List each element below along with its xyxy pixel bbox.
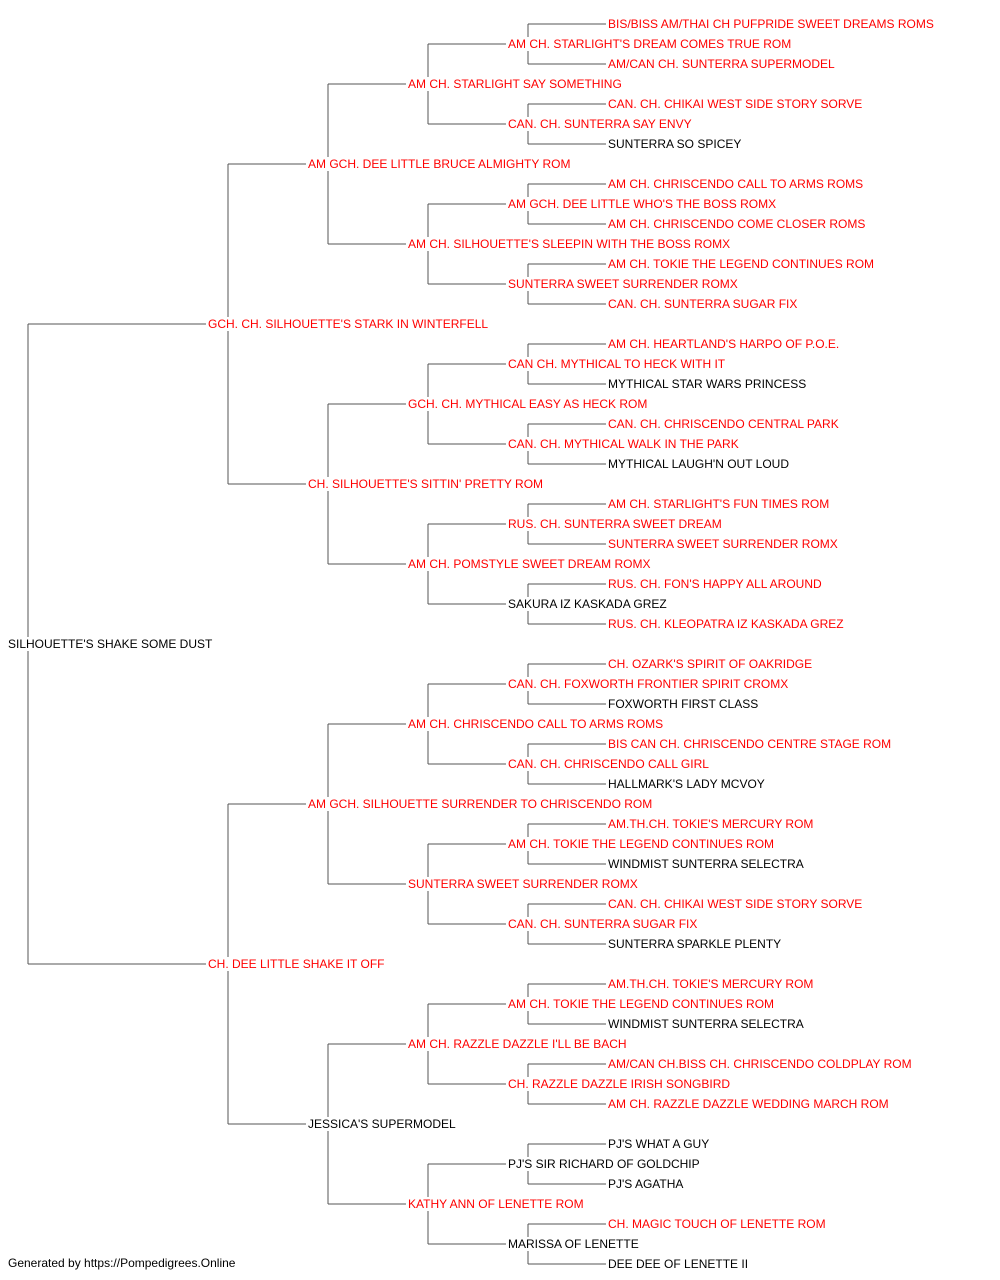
dog-name-root-s-s-d-d-d: CAN. CH. SUNTERRA SUGAR FIX	[608, 297, 797, 311]
dog-name-root-d-s-d-d: CAN. CH. SUNTERRA SUGAR FIX	[508, 917, 697, 931]
dog-name-root-d-s-s-s-d: FOXWORTH FIRST CLASS	[608, 697, 758, 711]
dog-name-root-s-s-s-d-d: SUNTERRA SO SPICEY	[608, 137, 741, 151]
dog-name-root-s-s-d-s: AM GCH. DEE LITTLE WHO'S THE BOSS ROMX	[508, 197, 776, 211]
dog-name-root-s-d-s-d-s: CAN. CH. CHRISCENDO CENTRAL PARK	[608, 417, 839, 431]
dog-name-root-d-d: JESSICA'S SUPERMODEL	[308, 1117, 456, 1131]
dog-name-root-s-d-d-d-s: RUS. CH. FON'S HAPPY ALL AROUND	[608, 577, 822, 591]
dog-name-root-s-s-d-d: SUNTERRA SWEET SURRENDER ROMX	[508, 277, 738, 291]
dog-name-root-s-d-d-d-d: RUS. CH. KLEOPATRA IZ KASKADA GREZ	[608, 617, 844, 631]
dog-name-root-s-s-d-s-d: AM CH. CHRISCENDO COME CLOSER ROMS	[608, 217, 865, 231]
dog-name-root-d-s-s-s: CAN. CH. FOXWORTH FRONTIER SPIRIT CROMX	[508, 677, 788, 691]
dog-name-root-s-s-s-s: AM CH. STARLIGHT'S DREAM COMES TRUE ROM	[508, 37, 791, 51]
dog-name-root-d-s-s-s-s: CH. OZARK'S SPIRIT OF OAKRIDGE	[608, 657, 812, 671]
dog-name-root-s-s-d: AM CH. SILHOUETTE'S SLEEPIN WITH THE BOS…	[408, 237, 730, 251]
dog-name-root-s-d-d-d: SAKURA IZ KASKADA GREZ	[508, 597, 667, 611]
generator-credit: Generated by https://Pompedigrees.Online	[8, 1256, 236, 1270]
dog-name-root-d-s-d: SUNTERRA SWEET SURRENDER ROMX	[408, 877, 638, 891]
dog-name-root-s-d-s-s-d: MYTHICAL STAR WARS PRINCESS	[608, 377, 806, 391]
dog-name-root-d-d-d-s: PJ'S SIR RICHARD OF GOLDCHIP	[508, 1157, 700, 1171]
dog-name-root-s-d-s-s: CAN CH. MYTHICAL TO HECK WITH IT	[508, 357, 726, 371]
dog-name-root-d-s-s: AM CH. CHRISCENDO CALL TO ARMS ROMS	[408, 717, 663, 731]
dog-name-root-s-d: CH. SILHOUETTE'S SITTIN' PRETTY ROM	[308, 477, 543, 491]
dog-name-root-d-d-s-s-d: WINDMIST SUNTERRA SELECTRA	[608, 1017, 804, 1031]
dog-name-root-d: CH. DEE LITTLE SHAKE IT OFF	[208, 957, 384, 971]
dog-name-root-d-s-d-s-s: AM.TH.CH. TOKIE'S MERCURY ROM	[608, 817, 813, 831]
dog-name-root-d-d-d-d-d: DEE DEE OF LENETTE II	[608, 1257, 748, 1271]
dog-name-root-d-s-d-s: AM CH. TOKIE THE LEGEND CONTINUES ROM	[508, 837, 774, 851]
dog-name-root-s: GCH. CH. SILHOUETTE'S STARK IN WINTERFEL…	[208, 317, 488, 331]
dog-name-root-d-d-d-d: MARISSA OF LENETTE	[508, 1237, 639, 1251]
dog-name-root-d-s-d-s-d: WINDMIST SUNTERRA SELECTRA	[608, 857, 804, 871]
dog-name-root-d-s: AM GCH. SILHOUETTE SURRENDER TO CHRISCEN…	[308, 797, 652, 811]
dog-name-root-s-s-s-s-s: BIS/BISS AM/THAI CH PUFPRIDE SWEET DREAM…	[608, 17, 934, 31]
dog-name-root-s-s-s-s-d: AM/CAN CH. SUNTERRA SUPERMODEL	[608, 57, 835, 71]
dog-name-root-d-d-d-d-s: CH. MAGIC TOUCH OF LENETTE ROM	[608, 1217, 826, 1231]
dog-name-root-d-s-d-d-s: CAN. CH. CHIKAI WEST SIDE STORY SORVE	[608, 897, 862, 911]
dog-name-root-d-d-s: AM CH. RAZZLE DAZZLE I'LL BE BACH	[408, 1037, 627, 1051]
dog-name-root-s-d-s-s-s: AM CH. HEARTLAND'S HARPO OF P.O.E.	[608, 337, 839, 351]
dog-name-root-s-s-d-d-s: AM CH. TOKIE THE LEGEND CONTINUES ROM	[608, 257, 874, 271]
dog-name-root-d-d-s-d: CH. RAZZLE DAZZLE IRISH SONGBIRD	[508, 1077, 730, 1091]
dog-name-root-d-d-s-s: AM CH. TOKIE THE LEGEND CONTINUES ROM	[508, 997, 774, 1011]
dog-name-root-s-d-d-s-d: SUNTERRA SWEET SURRENDER ROMX	[608, 537, 838, 551]
dog-name-root-s-d-d: AM CH. POMSTYLE SWEET DREAM ROMX	[408, 557, 650, 571]
dog-name-root-d-s-s-d: CAN. CH. CHRISCENDO CALL GIRL	[508, 757, 709, 771]
dog-name-root-s-s-s: AM CH. STARLIGHT SAY SOMETHING	[408, 77, 622, 91]
dog-name-root-s-d-s-d-d: MYTHICAL LAUGH'N OUT LOUD	[608, 457, 789, 471]
dog-name-root-d-d-d: KATHY ANN OF LENETTE ROM	[408, 1197, 584, 1211]
dog-name-root-d-s-d-d-d: SUNTERRA SPARKLE PLENTY	[608, 937, 781, 951]
dog-name-root-s-d-s: GCH. CH. MYTHICAL EASY AS HECK ROM	[408, 397, 647, 411]
dog-name-root-s-d-d-s: RUS. CH. SUNTERRA SWEET DREAM	[508, 517, 722, 531]
dog-name-root-d-d-s-d-s: AM/CAN CH.BISS CH. CHRISCENDO COLDPLAY R…	[608, 1057, 912, 1071]
dog-name-root-d-s-s-d-d: HALLMARK'S LADY MCVOY	[608, 777, 765, 791]
dog-name-root-d-s-s-d-s: BIS CAN CH. CHRISCENDO CENTRE STAGE ROM	[608, 737, 891, 751]
dog-name-root-d-d-s-d-d: AM CH. RAZZLE DAZZLE WEDDING MARCH ROM	[608, 1097, 889, 1111]
dog-name-root-d-d-d-s-s: PJ'S WHAT A GUY	[608, 1137, 709, 1151]
dog-name-root-s-s: AM GCH. DEE LITTLE BRUCE ALMIGHTY ROM	[308, 157, 571, 171]
dog-name-root: SILHOUETTE'S SHAKE SOME DUST	[8, 637, 213, 651]
dog-name-root-s-d-s-d: CAN. CH. MYTHICAL WALK IN THE PARK	[508, 437, 739, 451]
dog-name-root-s-s-s-d: CAN. CH. SUNTERRA SAY ENVY	[508, 117, 692, 131]
dog-name-root-d-d-d-s-d: PJ'S AGATHA	[608, 1177, 683, 1191]
dog-name-root-s-s-s-d-s: CAN. CH. CHIKAI WEST SIDE STORY SORVE	[608, 97, 862, 111]
dog-name-root-s-d-d-s-s: AM CH. STARLIGHT'S FUN TIMES ROM	[608, 497, 829, 511]
dog-name-root-d-d-s-s-s: AM.TH.CH. TOKIE'S MERCURY ROM	[608, 977, 813, 991]
dog-name-root-s-s-d-s-s: AM CH. CHRISCENDO CALL TO ARMS ROMS	[608, 177, 863, 191]
